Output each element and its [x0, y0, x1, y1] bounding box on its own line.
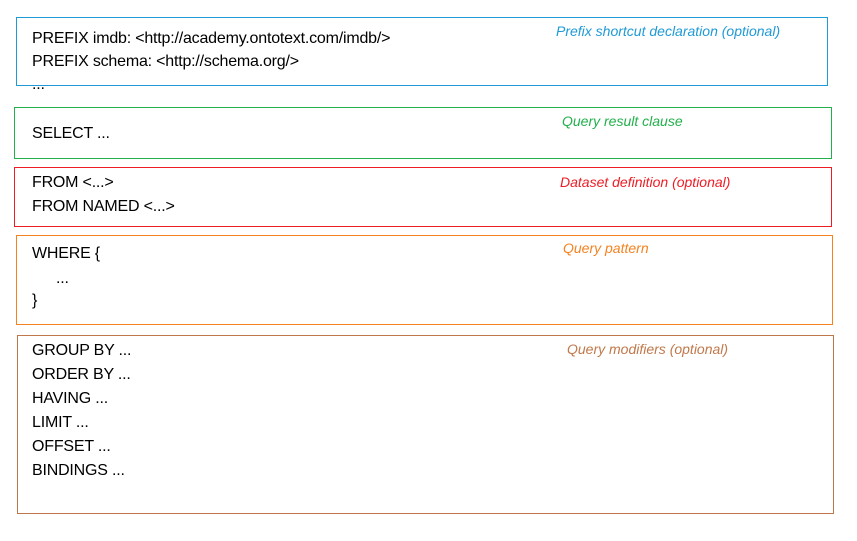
select-line: SELECT ...	[32, 125, 110, 142]
where-line: }	[32, 292, 38, 309]
modifier-line: LIMIT ...	[32, 414, 89, 431]
where-line: ...	[56, 270, 69, 287]
dataset-line: FROM <...>	[32, 174, 114, 191]
where-label: Query pattern	[563, 240, 649, 256]
modifier-line: ORDER BY ...	[32, 366, 131, 383]
modifier-line: BINDINGS ...	[32, 462, 125, 479]
prefix-label: Prefix shortcut declaration (optional)	[556, 23, 781, 39]
dataset-line: FROM NAMED <...>	[32, 198, 175, 215]
where-line: WHERE {	[32, 245, 100, 262]
modifiers-label: Query modifiers (optional)	[567, 341, 729, 357]
prefix-line: PREFIX imdb: <http://academy.ontotext.co…	[32, 30, 391, 47]
dataset-label: Dataset definition (optional)	[560, 174, 731, 190]
dataset-box	[14, 167, 832, 227]
prefix-line: PREFIX schema: <http://schema.org/>	[32, 53, 299, 70]
prefix-line: ...	[32, 76, 45, 93]
select-label: Query result clause	[562, 113, 683, 129]
modifier-line: HAVING ...	[32, 390, 108, 407]
modifier-line: GROUP BY ...	[32, 342, 132, 359]
prefix-box	[16, 17, 828, 86]
modifier-line: OFFSET ...	[32, 438, 111, 455]
select-box	[14, 107, 832, 159]
modifiers-box	[17, 335, 834, 514]
where-box	[16, 235, 833, 325]
